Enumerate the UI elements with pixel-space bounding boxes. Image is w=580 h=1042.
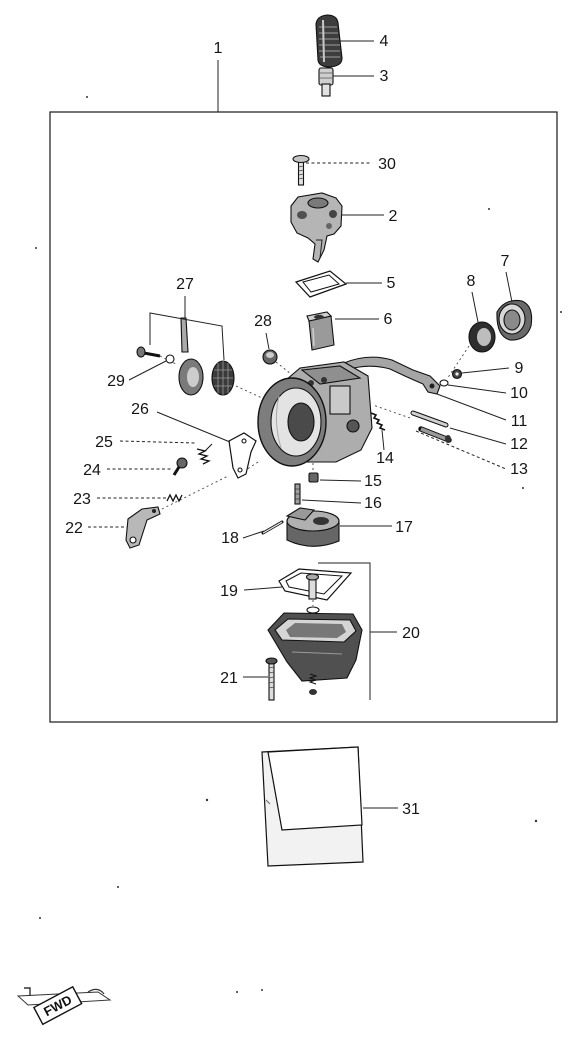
part-15-main-jet xyxy=(308,472,319,483)
leader-lines xyxy=(88,40,513,809)
part-26-plate xyxy=(228,432,257,479)
callout-20: 20 xyxy=(402,625,420,642)
callout-14: 14 xyxy=(376,450,394,467)
callout-5: 5 xyxy=(387,275,396,292)
scan-specks xyxy=(35,96,562,993)
part-30-screw xyxy=(292,154,310,186)
callout-3: 3 xyxy=(380,68,389,85)
callout-2: 2 xyxy=(389,208,398,225)
callout-21: 21 xyxy=(220,670,238,687)
leader-line-14 xyxy=(381,429,385,451)
callout-12: 12 xyxy=(510,436,528,453)
callout-labels: 1 2 3 4 5 6 7 8 9 10 11 12 13 14 15 16 1… xyxy=(65,33,528,818)
leader-line-15 xyxy=(319,479,362,482)
part-2-mixing-chamber-top xyxy=(290,192,343,263)
leader-line-19 xyxy=(243,586,283,591)
part-8-ring-nut xyxy=(468,321,496,353)
callout-19: 19 xyxy=(220,583,238,600)
callout-9: 9 xyxy=(515,360,524,377)
callout-13: 13 xyxy=(510,461,528,478)
part-9-nut xyxy=(451,368,463,380)
part-14-spring xyxy=(370,412,386,431)
callout-18: 18 xyxy=(221,530,239,547)
callout-4: 4 xyxy=(380,33,389,50)
leader-line-10 xyxy=(447,384,507,394)
leader-line-18 xyxy=(242,530,265,539)
part-28-plug xyxy=(262,349,278,365)
part-16-needle-jet xyxy=(294,483,301,505)
callout-16: 16 xyxy=(364,495,382,512)
leader-line-20 xyxy=(318,562,397,700)
leader-line-29 xyxy=(128,360,167,381)
callout-23: 23 xyxy=(73,491,91,508)
callout-27: 27 xyxy=(176,276,194,293)
part-18-float-pin xyxy=(261,520,284,535)
part-29-screw xyxy=(136,346,175,364)
part-25-spring xyxy=(196,443,213,465)
leader-line-11 xyxy=(436,393,507,421)
leader-line-28 xyxy=(265,332,270,350)
kit-frame xyxy=(49,111,558,723)
part-19-gasket xyxy=(278,568,353,614)
part-21-drain-screw xyxy=(265,657,318,701)
callout-22: 22 xyxy=(65,520,83,537)
callout-7: 7 xyxy=(501,253,510,270)
callout-1: 1 xyxy=(214,40,223,57)
carburetor-body xyxy=(257,361,373,467)
leader-line-25 xyxy=(119,440,197,444)
callout-30: 30 xyxy=(378,156,396,173)
leader-line-7 xyxy=(505,271,513,303)
callout-8: 8 xyxy=(467,273,476,290)
callout-6: 6 xyxy=(384,311,393,328)
part-27-choke-assembly xyxy=(178,317,235,396)
part-6-throttle-slide xyxy=(306,311,335,351)
leader-line-26 xyxy=(156,411,231,443)
part-24-screw xyxy=(172,457,188,476)
callout-28: 28 xyxy=(254,313,272,330)
leader-line-16 xyxy=(301,499,362,504)
part-20-float-bowl xyxy=(267,612,363,682)
part-22-choke-lever xyxy=(125,506,161,549)
callout-11: 11 xyxy=(511,413,528,430)
callout-29: 29 xyxy=(107,373,125,390)
part-12-screw xyxy=(410,410,449,428)
leader-line-12 xyxy=(449,427,507,445)
callout-24: 24 xyxy=(83,462,101,479)
callout-26: 26 xyxy=(131,401,149,418)
leader-line-9 xyxy=(461,367,510,374)
part-5-gasket xyxy=(294,270,348,298)
leader-line-27 xyxy=(149,296,225,361)
callout-17: 17 xyxy=(395,519,413,536)
callout-15: 15 xyxy=(364,473,382,490)
part-7-cap xyxy=(496,299,533,341)
callout-10: 10 xyxy=(510,385,528,402)
part-23-spring xyxy=(166,493,183,503)
callout-31: 31 xyxy=(402,801,420,818)
part-17-float xyxy=(285,507,340,547)
callout-25: 25 xyxy=(95,434,113,451)
part-31-instruction-booklet xyxy=(261,746,364,867)
leader-line-8 xyxy=(471,291,479,323)
part-10-washer xyxy=(439,379,449,387)
part-13-screw xyxy=(418,426,452,443)
part-4-grip xyxy=(315,14,343,68)
part-11-throttle-lever xyxy=(343,356,441,395)
